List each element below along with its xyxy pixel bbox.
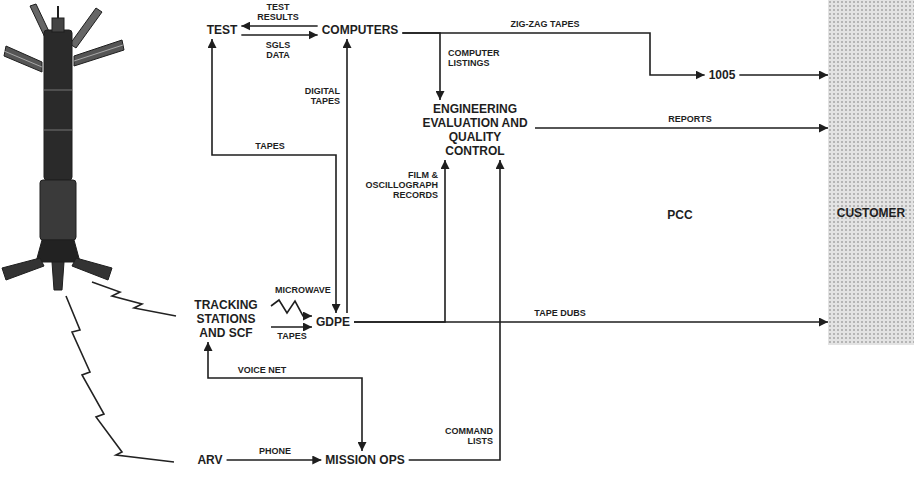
node-text: ENGINEERING EVALUATION AND QUALITY CONTR… xyxy=(419,102,531,158)
node-text: 1005 xyxy=(709,68,736,82)
flow-node: PCC xyxy=(663,206,696,224)
flow-node: TRACKING STATIONS AND SCF xyxy=(181,296,271,342)
flow-arrow xyxy=(208,342,362,451)
flow-arrow xyxy=(739,74,828,76)
satellite-body xyxy=(40,180,76,240)
flow-node: TEST xyxy=(203,21,242,39)
node-text: PCC xyxy=(667,208,692,222)
node-text: MISSION OPS xyxy=(325,453,404,467)
flow-arrow xyxy=(241,34,317,36)
flow-arrow xyxy=(212,39,336,313)
satellite-body xyxy=(44,30,72,180)
satellite-fin xyxy=(2,258,44,280)
flow-arrow xyxy=(227,459,322,461)
edge-label: TAPE DUBS xyxy=(533,308,586,318)
solar-panel xyxy=(4,46,42,72)
radio-link xyxy=(66,296,174,462)
satellite-fin xyxy=(72,258,112,280)
customer-band: CUSTOMER xyxy=(828,0,914,345)
edge-label: COMMAND LISTS xyxy=(436,426,494,446)
edge-label: TAPES xyxy=(276,331,307,341)
flow-node: ENGINEERING EVALUATION AND QUALITY CONTR… xyxy=(415,100,535,160)
flow-arrow xyxy=(354,321,828,323)
flow-arrow xyxy=(535,127,828,129)
flow-arrow xyxy=(354,160,445,322)
edge-label: COMPUTER LISTINGS xyxy=(447,48,505,68)
flow-arrow xyxy=(241,25,317,27)
satellite-fin xyxy=(52,262,64,290)
flow-arrow xyxy=(271,300,312,316)
solar-panel xyxy=(74,40,124,66)
flow-arrow xyxy=(346,39,348,313)
flow-node: COMPUTERS xyxy=(318,21,403,39)
flow-node: ARV xyxy=(193,451,226,469)
node-text: CUSTOMER xyxy=(830,206,912,220)
node-text: COMPUTERS xyxy=(322,23,399,37)
edge-label: TEST RESULTS xyxy=(253,2,303,22)
flow-arrow xyxy=(402,33,440,100)
solar-panel xyxy=(70,8,102,48)
edge-label: REPORTS xyxy=(667,114,713,124)
radio-link xyxy=(92,282,176,316)
edge-label: VOICE NET xyxy=(237,365,288,375)
node-text: TRACKING STATIONS AND SCF xyxy=(185,298,267,340)
flow-arrow xyxy=(409,160,500,460)
flow-node: 1005 xyxy=(705,66,740,84)
node-text: ARV xyxy=(197,453,222,467)
flow-node: MISSION OPS xyxy=(321,451,408,469)
flow-arrow xyxy=(402,33,704,75)
edge-label: DIGITAL TAPES xyxy=(291,86,341,106)
edge-label: SGLS DATA xyxy=(259,40,297,60)
edge-label: MICROWAVE xyxy=(274,285,332,295)
node-text: TEST xyxy=(207,23,238,37)
flow-arrow xyxy=(271,326,312,328)
edge-label: PHONE xyxy=(258,446,292,456)
satellite-body xyxy=(36,240,80,262)
edge-label: TAPES xyxy=(254,141,285,151)
flow-node: GDPE xyxy=(312,313,354,331)
node-text: GDPE xyxy=(316,315,350,329)
edge-label: ZIG-ZAG TAPES xyxy=(510,19,581,29)
edge-label: FILM & OSCILLOGRAPH RECORDS xyxy=(359,170,439,200)
